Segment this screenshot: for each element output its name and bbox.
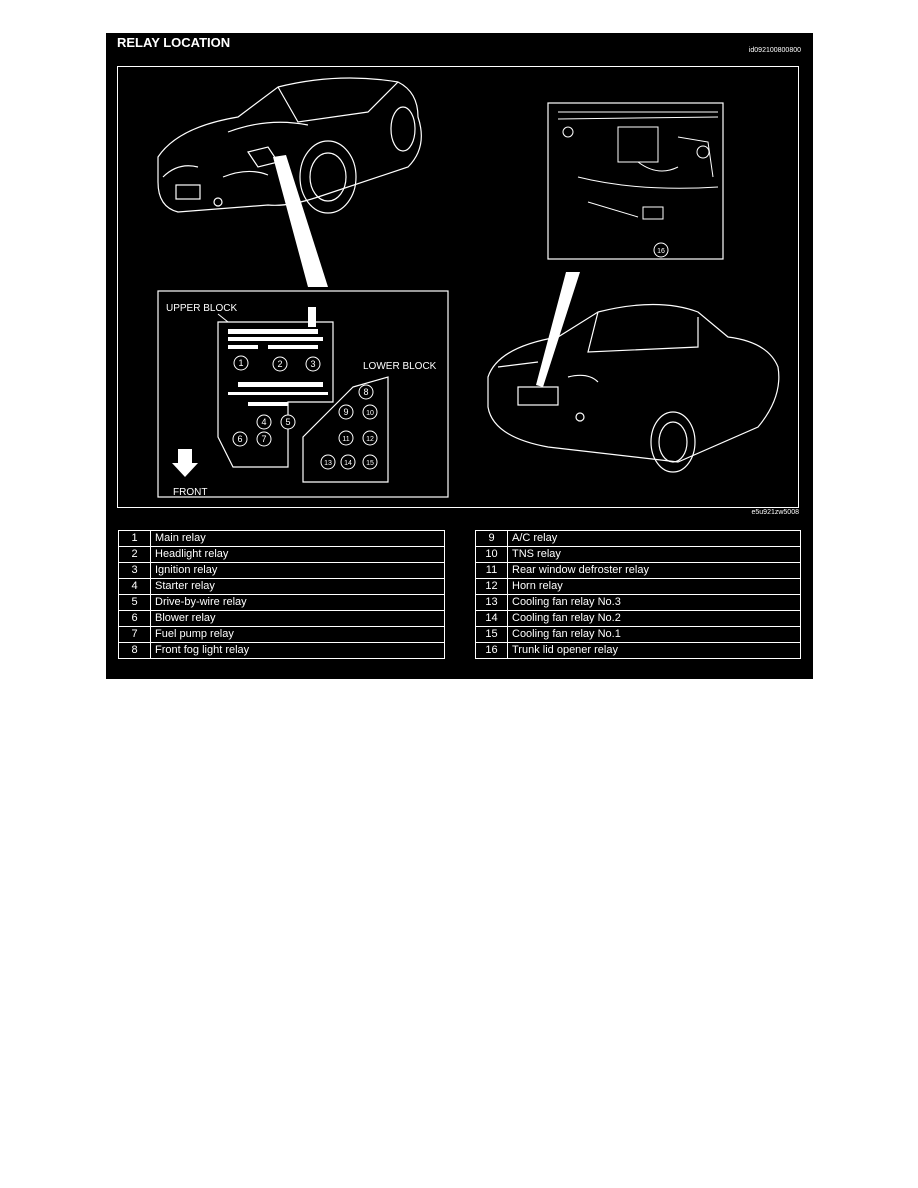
- relay-number: 16: [475, 642, 508, 659]
- relay-marker-label: 13: [324, 460, 332, 467]
- relay-name: Headlight relay: [150, 546, 445, 563]
- relay-marker-label: 2: [277, 359, 282, 369]
- relay-marker-8: 8: [358, 384, 374, 400]
- relay-block-inset: UPPER BLOCK LOWER BLOCK: [157, 290, 449, 498]
- relay-marker-label: 10: [366, 410, 374, 417]
- front-label: FRONT: [173, 487, 207, 498]
- relay-marker-label: 16: [657, 248, 665, 255]
- relay-marker-6: 6: [232, 431, 248, 447]
- relay-marker-label: 14: [344, 460, 352, 467]
- figure-id: e5u921zw5008: [751, 509, 800, 516]
- relay-name: Blower relay: [150, 610, 445, 627]
- relay-marker-11: 11: [338, 430, 354, 446]
- page-title: RELAY LOCATION: [117, 35, 231, 50]
- relay-marker-3: 3: [305, 356, 321, 372]
- relay-number: 14: [475, 610, 508, 627]
- relay-number: 8: [118, 642, 151, 659]
- relay-marker-label: 7: [261, 434, 266, 444]
- relay-marker-16: 16: [653, 242, 669, 258]
- relay-marker-13: 13: [320, 454, 336, 470]
- trunk-relay-inset: 16: [547, 102, 724, 260]
- relay-marker-5: 5: [280, 414, 296, 430]
- relay-marker-label: 3: [310, 359, 315, 369]
- relay-marker-1: 1: [233, 355, 249, 371]
- relay-name: Fuel pump relay: [150, 626, 445, 643]
- relay-name: Horn relay: [507, 578, 801, 595]
- relay-marker-label: 8: [363, 387, 368, 397]
- relay-name: TNS relay: [507, 546, 801, 563]
- front-arrow-icon: [172, 449, 198, 477]
- rear-car-illustration: [487, 303, 780, 473]
- front-pointer: [273, 155, 328, 287]
- relay-name: Cooling fan relay No.1: [507, 626, 801, 643]
- upper-block-label: UPPER BLOCK: [166, 303, 237, 314]
- relay-number: 3: [118, 562, 151, 579]
- relay-number: 11: [475, 562, 508, 579]
- relay-location-panel: RELAY LOCATION id092100800800: [106, 33, 813, 679]
- relay-number: 1: [118, 530, 151, 547]
- document-id: id092100800800: [748, 47, 801, 54]
- relay-number: 4: [118, 578, 151, 595]
- relay-name: Cooling fan relay No.2: [507, 610, 801, 627]
- relay-name: Ignition relay: [150, 562, 445, 579]
- relay-marker-4: 4: [256, 414, 272, 430]
- relay-marker-label: 12: [366, 436, 374, 443]
- relay-marker-label: 5: [285, 417, 290, 427]
- relay-number: 5: [118, 594, 151, 611]
- relay-marker-10: 10: [362, 404, 378, 420]
- relay-illustration: UPPER BLOCK LOWER BLOCK: [157, 77, 780, 498]
- relay-name: Main relay: [150, 530, 445, 547]
- relay-marker-7: 7: [256, 431, 272, 447]
- relay-number: 12: [475, 578, 508, 595]
- rear-pointer: [536, 272, 580, 387]
- relay-name: Cooling fan relay No.3: [507, 594, 801, 611]
- relay-number: 6: [118, 610, 151, 627]
- relay-marker-15: 15: [362, 454, 378, 470]
- relay-marker-12: 12: [362, 430, 378, 446]
- relay-number: 15: [475, 626, 508, 643]
- relay-number: 7: [118, 626, 151, 643]
- lower-block-label: LOWER BLOCK: [363, 361, 437, 372]
- relay-marker-label: 1: [238, 358, 243, 368]
- relay-number: 10: [475, 546, 508, 563]
- relay-name: Front fog light relay: [150, 642, 445, 659]
- relay-marker-label: 9: [343, 407, 348, 417]
- relay-marker-label: 4: [261, 417, 266, 427]
- relay-marker-2: 2: [272, 356, 288, 372]
- relay-number: 9: [475, 530, 508, 547]
- relay-name: A/C relay: [507, 530, 801, 547]
- relay-number: 2: [118, 546, 151, 563]
- relay-marker-label: 15: [366, 460, 374, 467]
- relay-name: Rear window defroster relay: [507, 562, 801, 579]
- illustration-frame: UPPER BLOCK LOWER BLOCK: [117, 66, 799, 508]
- relay-name: Starter relay: [150, 578, 445, 595]
- relay-marker-14: 14: [340, 454, 356, 470]
- relay-name: Drive-by-wire relay: [150, 594, 445, 611]
- relay-name: Trunk lid opener relay: [507, 642, 801, 659]
- relay-marker-9: 9: [338, 404, 354, 420]
- relay-number: 13: [475, 594, 508, 611]
- front-car-illustration: [157, 77, 422, 214]
- relay-marker-label: 6: [237, 434, 242, 444]
- relay-marker-label: 11: [342, 436, 349, 443]
